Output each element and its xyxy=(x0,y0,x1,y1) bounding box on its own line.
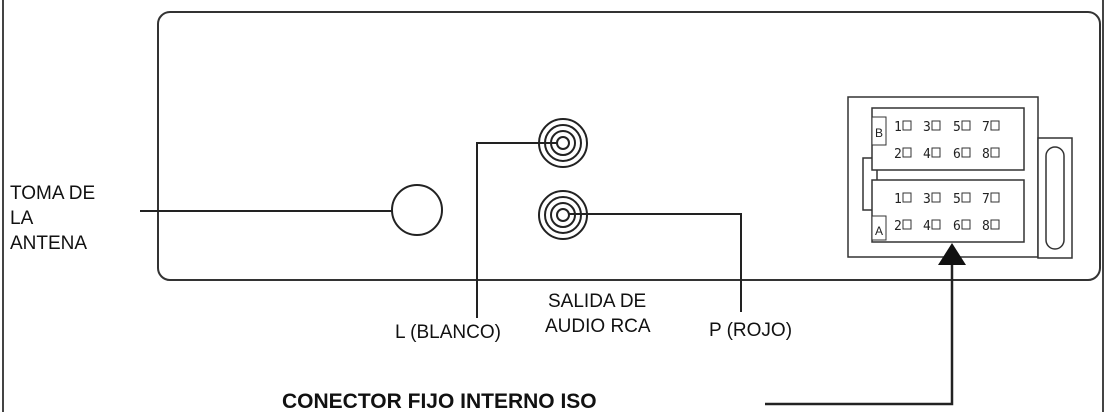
iso-pin-label: 1 xyxy=(894,120,902,135)
iso-pin-terminal xyxy=(990,219,1000,230)
iso-pin-terminal xyxy=(990,192,1000,203)
antenna-label: TOMA DE LA ANTENA xyxy=(10,181,95,256)
iso-pin-terminal xyxy=(931,192,941,203)
iso-pin-terminal xyxy=(961,120,971,131)
iso-pin-label: 6 xyxy=(953,147,961,162)
iso-connector-arrowhead xyxy=(938,243,966,265)
iso-pin-label: 3 xyxy=(923,192,931,207)
iso-pin-terminal xyxy=(961,147,971,158)
iso-pin-label: 4 xyxy=(923,219,931,234)
iso-pin-label: 5 xyxy=(953,192,961,207)
rca-output-label-line2: AUDIO RCA xyxy=(545,316,651,337)
rca-output-label-line1: SALIDA DE xyxy=(548,291,647,312)
iso-pin-label: 6 xyxy=(953,219,961,234)
antenna-socket xyxy=(391,184,443,236)
iso-pin-label: 3 xyxy=(923,120,931,135)
iso-pin-label: 2 xyxy=(894,147,902,162)
iso-pin-terminal xyxy=(931,120,941,131)
right-channel-leader-line xyxy=(569,213,742,312)
iso-pin-label: 4 xyxy=(923,147,931,162)
antenna-label-line2: LA xyxy=(10,208,34,229)
left-channel-leader-line xyxy=(476,142,557,318)
iso-block-a: A 1 3 5 7 2 4 6 8 xyxy=(871,179,1025,243)
right-channel-label: P (ROJO) xyxy=(709,320,793,341)
iso-pin-label: 5 xyxy=(953,120,961,135)
iso-pin-terminal xyxy=(902,120,912,131)
left-channel-label: L (BLANCO) xyxy=(395,322,501,343)
iso-pin-label: 7 xyxy=(982,120,990,135)
iso-pin-label: 2 xyxy=(894,219,902,234)
iso-pin-label: 7 xyxy=(982,192,990,207)
iso-pin-terminal xyxy=(961,192,971,203)
iso-pin-terminal xyxy=(990,120,1000,131)
iso-pin-terminal xyxy=(961,219,971,230)
iso-pin-label: 8 xyxy=(982,147,990,162)
iso-pin-terminal xyxy=(902,219,912,230)
iso-pin-terminal xyxy=(902,147,912,158)
iso-pin-terminal xyxy=(931,147,941,158)
iso-pin-terminal xyxy=(990,147,1000,158)
iso-pin-terminal xyxy=(902,192,912,203)
iso-pin-terminal xyxy=(931,219,941,230)
antenna-label-line1: TOMA DE xyxy=(10,183,96,204)
rca-output-label: SALIDA DE AUDIO RCA xyxy=(545,289,651,339)
iso-pin-label: 8 xyxy=(982,219,990,234)
iso-block-b: B 1 3 5 7 2 4 6 8 xyxy=(871,107,1025,171)
iso-block-a-letter: A xyxy=(875,224,883,238)
iso-pin-label: 1 xyxy=(894,192,902,207)
iso-block-b-letter: B xyxy=(875,126,883,140)
rca-right-jack xyxy=(538,190,588,240)
antenna-label-line3: ANTENA xyxy=(10,233,88,254)
iso-connector-label: CONECTOR FIJO INTERNO ISO xyxy=(282,390,597,412)
iso-connector-leader-line xyxy=(765,262,954,406)
